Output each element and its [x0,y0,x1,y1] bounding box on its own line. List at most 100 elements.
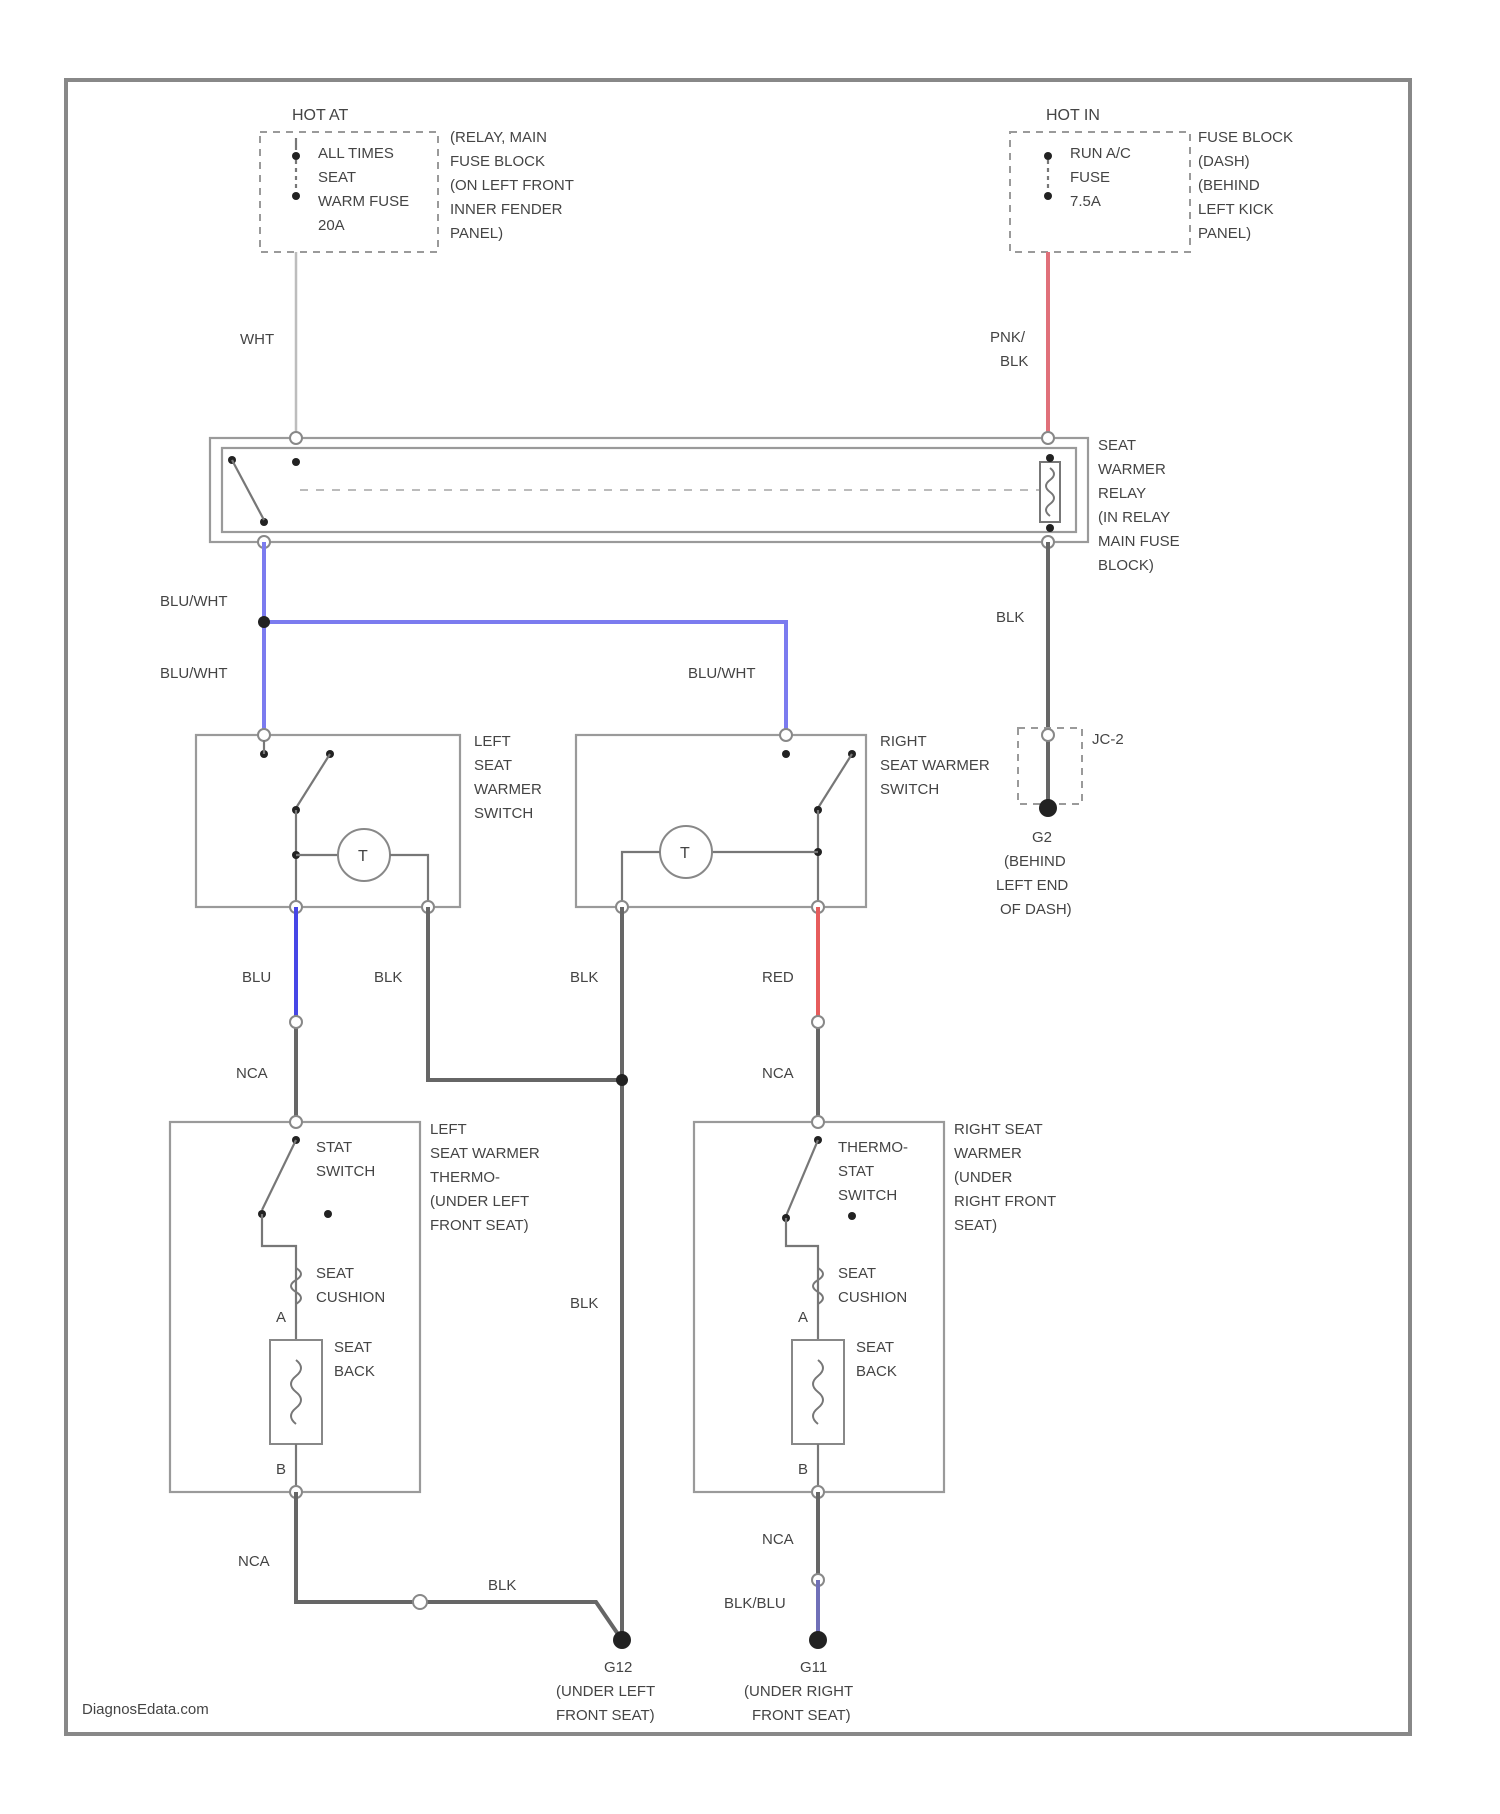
fuse-right-header: HOT IN [1046,107,1100,124]
right-thermostat-switch-contact [786,1140,818,1216]
splice-blu-wht [258,616,270,628]
ground-g11-line-3: FRONT SEAT) [752,1707,851,1724]
left-heater-back-2: BACK [334,1363,375,1380]
wire-blu-wht-label-3: BLU/WHT [688,665,756,682]
left-heater-cushion-2: CUSHION [316,1289,385,1306]
fuse-left-desc-5: PANEL) [450,225,503,242]
right-switch-thermo-label: T [680,845,690,862]
left-heater-pin-a: A [276,1309,286,1326]
fuse-right-desc-5: PANEL) [1198,225,1251,242]
right-heater-desc-5: SEAT) [954,1217,997,1234]
left-thermostat-switch-contact [262,1140,296,1210]
right-heater-cushion-2: CUSHION [838,1289,907,1306]
wire-blk-left [428,907,622,1080]
fuse-left-desc-2: FUSE BLOCK [450,153,545,170]
wire-blu-wht-label-2: BLU/WHT [160,665,228,682]
fuse-left-line-3: WARM FUSE [318,193,409,210]
ground-g2-line-1: G2 [1032,829,1052,846]
left-heater-desc-3: THERMO- [430,1169,500,1186]
wire-nca-left-top-label: NCA [236,1065,268,1082]
ground-g11-symbol [809,1631,827,1649]
wire-blk-bottom [420,1602,622,1640]
ground-g2-line-3: LEFT END [996,877,1068,894]
fuse-left-desc-1: (RELAY, MAIN [450,129,547,146]
right-heater-back-1: SEAT [856,1339,894,1356]
left-heater-switch-1: STAT [316,1139,352,1156]
right-heater-desc-1: RIGHT SEAT [954,1121,1043,1138]
right-heater-switch-1: THERMO- [838,1139,908,1156]
wire-pnk-blk-label-1: PNK/ [990,329,1026,346]
right-heater-pin-b: B [798,1461,808,1478]
right-heater-desc-3: (UNDER [954,1169,1012,1186]
fuse-right-desc-3: (BEHIND [1198,177,1260,194]
right-switch-desc-2: SEAT WARMER [880,757,990,774]
relay-desc-6: BLOCK) [1098,557,1154,574]
fuse-right-desc-4: LEFT KICK [1198,201,1274,218]
fuse-left-desc-3: (ON LEFT FRONT [450,177,574,194]
right-switch-desc-1: RIGHT [880,733,927,750]
left-heater-desc-4: (UNDER LEFT [430,1193,529,1210]
ground-g2-line-4: OF DASH) [1000,901,1072,918]
left-switch-thermo-label: T [358,848,368,865]
ground-g12-line-1: G12 [604,1659,632,1676]
fuse-left-line-2: SEAT [318,169,356,186]
left-heater-cushion-1: SEAT [316,1265,354,1282]
left-heater-back-1: SEAT [334,1339,372,1356]
watermark: DiagnosEdata.com [82,1701,209,1718]
left-switch-desc-3: WARMER [474,781,542,798]
left-switch-desc-4: SWITCH [474,805,533,822]
wire-pnk-blk-label-2: BLK [1000,353,1028,370]
right-heater-desc-2: WARMER [954,1145,1022,1162]
left-heater-switch-2: SWITCH [316,1163,375,1180]
right-switch-desc-3: SWITCH [880,781,939,798]
right-switch-contact [818,754,852,808]
wire-wht-label: WHT [240,331,274,348]
relay-desc-3: RELAY [1098,485,1146,502]
wire-nca-left-bottom-label: NCA [238,1553,270,1570]
left-heater-desc-5: FRONT SEAT) [430,1217,529,1234]
wire-nca-left-bottom [296,1492,420,1602]
wire-blk-bottom-label: BLK [488,1577,516,1594]
wire-nca-right-top-label: NCA [762,1065,794,1082]
right-heater-switch-3: SWITCH [838,1187,897,1204]
fuse-left-desc-4: INNER FENDER [450,201,563,218]
wire-blu-wht-label-1: BLU/WHT [160,593,228,610]
fuse-right-desc-2: (DASH) [1198,153,1250,170]
ground-g11-line-1: G11 [800,1659,827,1676]
fuse-left-line-1: ALL TIMES [318,145,394,162]
ground-g12-symbol [613,1631,631,1649]
ground-g12-line-3: FRONT SEAT) [556,1707,655,1724]
left-switch-contact [296,754,330,808]
wire-blk-blu-label: BLK/BLU [724,1595,786,1612]
ground-g2-symbol [1039,799,1057,817]
right-heater-pin-a: A [798,1309,808,1326]
fuse-right-desc-1: FUSE BLOCK [1198,129,1293,146]
left-heater-desc-1: LEFT [430,1121,467,1138]
ground-g2-line-2: (BEHIND [1004,853,1066,870]
right-heater-cushion-1: SEAT [838,1265,876,1282]
fuse-left-header: HOT AT [292,107,349,124]
relay-desc-2: WARMER [1098,461,1166,478]
left-switch-desc-1: LEFT [474,733,511,750]
wire-blk-relay-label: BLK [996,609,1024,626]
ground-g11-line-2: (UNDER RIGHT [744,1683,853,1700]
right-heater-desc-4: RIGHT FRONT [954,1193,1056,1210]
fuse-right-line-2: FUSE [1070,169,1110,186]
wire-blk-center-label: BLK [570,969,598,986]
wire-blu-label: BLU [242,969,271,986]
connector-jc2-label: JC-2 [1092,731,1124,748]
relay-desc-5: MAIN FUSE [1098,533,1180,550]
fuse-right-line-1: RUN A/C [1070,145,1131,162]
fuse-right-line-3: 7.5A [1070,193,1101,210]
left-heater-pin-b: B [276,1461,286,1478]
left-heater-desc-2: SEAT WARMER [430,1145,540,1162]
left-seat-warmer-switch-box [196,735,460,907]
relay-desc-4: (IN RELAY [1098,509,1170,526]
left-switch-desc-2: SEAT [474,757,512,774]
right-seat-warmer-switch-box [576,735,866,907]
relay-contact [232,460,264,520]
wire-red-label: RED [762,969,794,986]
right-heater-back-2: BACK [856,1363,897,1380]
wire-blk-left-label: BLK [374,969,402,986]
